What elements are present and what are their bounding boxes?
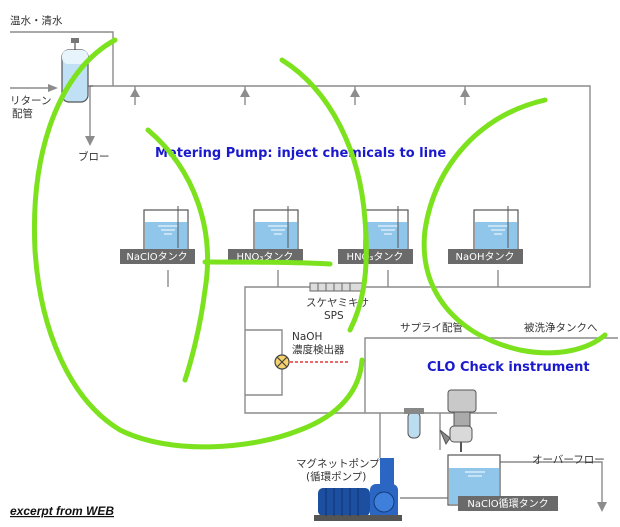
supply-pipe-label: サプライ配管 (400, 321, 463, 334)
tank-4-label: NaOHタンク (456, 251, 515, 263)
naoh-detector (274, 354, 348, 370)
metering-pump-annotation: Metering Pump: inject chemicals to line (155, 146, 446, 161)
clo-check-annotation: CLO Check instrument (427, 360, 590, 375)
scribble-large-left (31, 37, 365, 450)
tank-3-label: HNO₃タンク (347, 251, 404, 263)
hot-clean-water-label: 温水・清水 (10, 14, 63, 27)
naoh-detector-label-2: 濃度検出器 (292, 343, 345, 356)
tank-1-label: NaClOタンク (126, 251, 187, 263)
overflow-label: オーバーフロー (532, 454, 605, 466)
magnet-pump-label-1: マグネットポンプ (296, 457, 380, 470)
blow-label: ブロー (78, 150, 110, 163)
return-pipe-label-2: 配管 (12, 107, 33, 120)
scribble-right-arc (421, 97, 608, 356)
chemical-tank-1: NaClOタンク (120, 206, 195, 264)
scribble-inner-left (145, 127, 210, 383)
naoh-detector-label-1: NaOH (292, 331, 322, 343)
chemical-tank-2: HNO₃タンク (228, 206, 303, 264)
source-credit: excerpt from WEB (10, 504, 114, 518)
circulation-tank: NaClO循環タンク (447, 454, 558, 511)
static-mixer (309, 282, 363, 292)
flow-arrows (48, 84, 607, 512)
static-mixer-label-2: SPS (324, 310, 344, 322)
chemical-tank-4: NaOHタンク (448, 206, 523, 264)
clo-check-instrument (404, 389, 477, 452)
return-pipe-label-1: リターン (10, 95, 51, 107)
scribble-horizontal (202, 259, 333, 267)
scribble-upper-middle (279, 57, 369, 333)
static-mixer-label-1: スケヤミキサ (306, 297, 369, 309)
chemical-tank-3: HNO₃タンク (338, 206, 413, 264)
magnet-pump (314, 458, 402, 521)
magnet-pump-label-2: (循環ポンプ) (306, 470, 366, 483)
green-scribbles (31, 37, 608, 450)
to-washed-tank-label: 被洗浄タンクへ (524, 321, 598, 334)
circulation-tank-label: NaClO循環タンク (467, 497, 548, 510)
